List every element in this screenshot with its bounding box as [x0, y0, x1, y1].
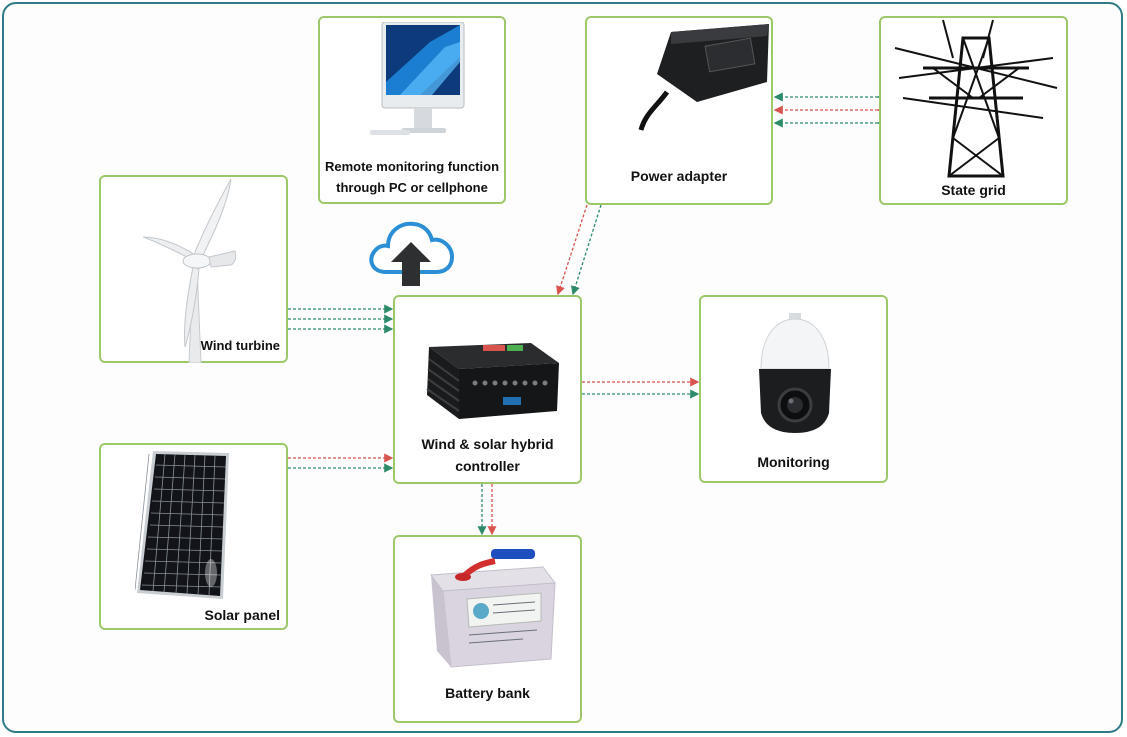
monitoring-node: Monitoring: [699, 295, 888, 483]
adapter-link-red: [556, 204, 588, 296]
controller-label-1: Wind & solar hybrid: [421, 436, 554, 452]
remote-monitoring-node: Remote monitoring function through PC or…: [318, 16, 506, 204]
solar-panel-icon: [135, 451, 229, 599]
remote-label-1: Remote monitoring function: [324, 159, 500, 174]
battery-icon: [430, 549, 556, 668]
state-grid-node: State grid: [879, 16, 1068, 205]
remote-label-2: through PC or cellphone: [336, 180, 488, 195]
transmission-tower-icon: [894, 19, 1058, 178]
wind-turbine-icon: [142, 178, 237, 363]
solar-panel-node: Solar panel: [99, 443, 288, 630]
battery-bank-node: Battery bank: [393, 535, 582, 723]
desktop-computer-icon: [370, 22, 465, 135]
power-adapter-icon: [638, 24, 769, 131]
controller-icon: [426, 343, 559, 419]
controller-node: Wind & solar hybrid controller: [393, 295, 582, 484]
power-adapter-label: Power adapter: [630, 168, 728, 184]
monitoring-label: Monitoring: [757, 454, 830, 470]
adapter-link-green: [571, 204, 602, 296]
controller-label-2: controller: [455, 458, 520, 474]
solar-panel-label: Solar panel: [204, 607, 280, 623]
wind-turbine-node: Wind turbine: [99, 175, 288, 363]
battery-bank-label: Battery bank: [445, 685, 530, 701]
dome-camera-icon: [759, 313, 831, 433]
state-grid-label: State grid: [941, 182, 1006, 198]
cloud-upload-icon: [369, 221, 455, 286]
wind-turbine-label: Wind turbine: [200, 338, 280, 353]
power-adapter-node: Power adapter: [585, 16, 773, 205]
